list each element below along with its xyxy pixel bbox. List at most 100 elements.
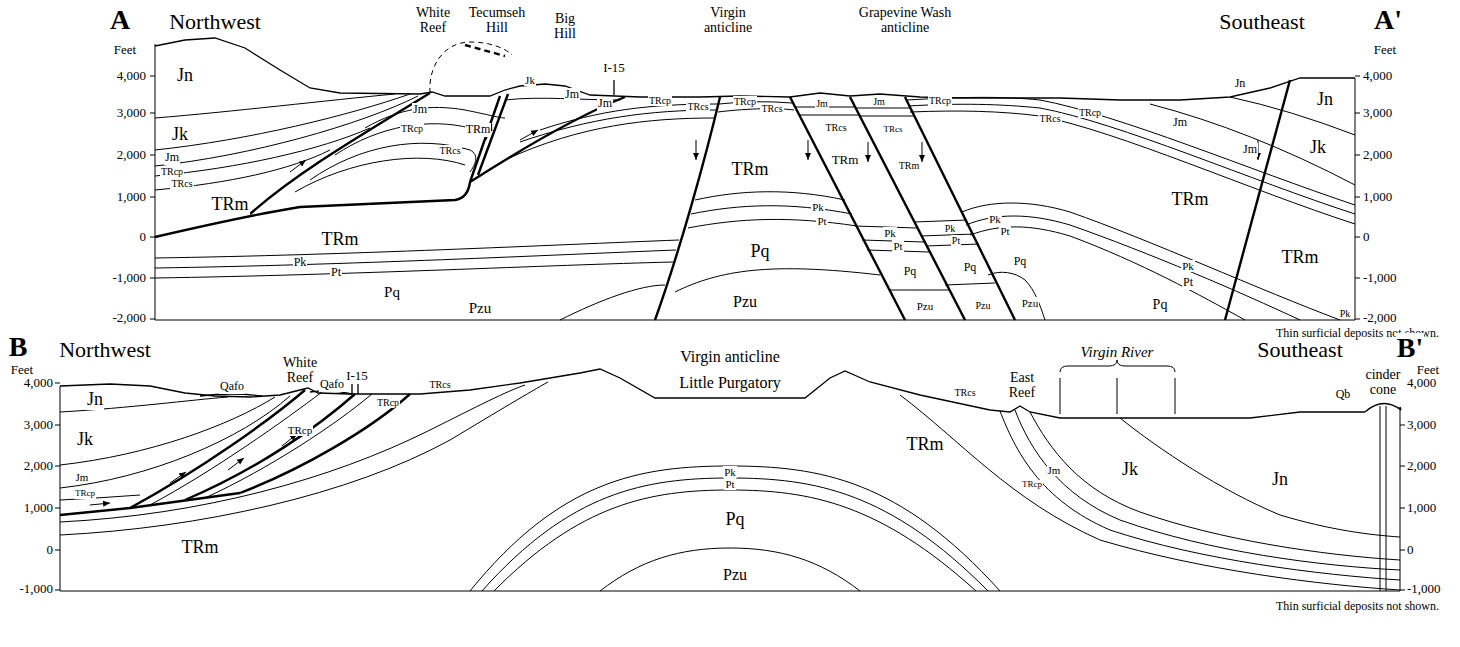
formation-label: TRcs — [824, 122, 847, 133]
river-bracket — [1060, 360, 1175, 414]
fault-line — [655, 97, 720, 320]
place-label: Virgin River — [1080, 344, 1155, 361]
formation-label: TRcs — [170, 178, 193, 189]
movement-arrow — [90, 434, 297, 505]
formation-label: Pk — [1339, 308, 1352, 319]
fault-line — [1225, 80, 1290, 320]
bed-contact — [155, 262, 673, 278]
bed-contact — [695, 192, 845, 200]
bed-contact — [155, 96, 418, 166]
formation-label: TRcp — [733, 96, 757, 107]
bed-contact — [600, 548, 860, 591]
formation-label: Jm — [164, 151, 180, 164]
formation-label: Jm — [75, 471, 90, 483]
place-label: I-15 — [345, 369, 369, 383]
formation-label: Jn — [86, 390, 104, 410]
axis-frame — [1355, 76, 1360, 319]
formation-label: Pzu — [732, 293, 758, 311]
topography-line — [60, 369, 1401, 418]
axis-title: Feet — [113, 43, 137, 57]
formation-label: Pk — [723, 466, 737, 478]
movement-arrow — [696, 140, 697, 160]
bed-contact — [1230, 97, 1355, 135]
place-label: I-15 — [602, 61, 626, 75]
formation-label: Jm — [597, 97, 613, 110]
axis-value: 2,000 — [116, 148, 147, 162]
bed-contact — [560, 285, 665, 320]
bed-contact — [855, 108, 910, 109]
movement-arrow — [868, 142, 869, 162]
bed-contact — [900, 395, 1400, 590]
formation-label: Qafo — [319, 378, 345, 391]
topography-line — [200, 394, 262, 396]
formation-label: Pzu — [916, 300, 935, 312]
direction-label: Northwest — [168, 10, 262, 34]
formation-label: Jk — [171, 125, 189, 145]
formation-label: TRm — [831, 153, 860, 167]
place-label: Virgin anticline — [690, 5, 767, 36]
section-letter: A — [109, 5, 131, 36]
formation-label: TRm — [730, 160, 769, 180]
fault-line — [155, 80, 1290, 320]
axis-value: 0 — [46, 543, 55, 557]
bed-contact — [60, 382, 548, 535]
fault-line — [185, 394, 355, 500]
eroded-projection — [430, 42, 512, 93]
direction-label: Southeast — [1218, 10, 1306, 34]
formation-label: Jk — [524, 74, 536, 86]
fault-line — [250, 93, 430, 214]
axis-frame — [150, 44, 1360, 320]
axis-value: -1,000 — [1406, 582, 1442, 596]
topography-line — [352, 384, 358, 394]
formation-label: Pt — [816, 215, 827, 227]
river-bracket — [1060, 360, 1175, 372]
formation-label: TRm — [320, 230, 359, 250]
formation-label: TRcp — [1021, 480, 1043, 490]
formation-label: Pq — [749, 242, 770, 262]
place-label: Grapevine Wash anticline — [844, 5, 966, 36]
axis-value: 0 — [1362, 230, 1371, 244]
bed-contact — [688, 219, 857, 228]
formation-label: Jm — [1242, 143, 1258, 156]
formation-label: Pq — [1013, 255, 1028, 268]
axis-value: 1,000 — [116, 190, 147, 204]
formation-label: TRm — [180, 538, 219, 558]
movement-arrow — [228, 458, 244, 470]
formation-label: Jk — [1309, 138, 1327, 158]
formation-label: Pq — [963, 261, 978, 274]
formation-label: Jm — [1172, 116, 1188, 129]
formation-label: TRcp — [160, 166, 184, 177]
fault-line — [905, 97, 1015, 320]
axis-value: -1,000 — [18, 582, 54, 596]
axis-frame — [150, 76, 155, 319]
bed-contact — [155, 150, 330, 190]
formation-label: Pk — [883, 227, 897, 239]
bed-contact — [155, 94, 1355, 320]
formation-label: TRcp — [287, 424, 313, 436]
place-label: cinder cone — [1357, 367, 1409, 398]
bed-contact — [988, 272, 1045, 320]
formation-label: Pq — [383, 284, 401, 301]
formation-label: Jn — [1271, 470, 1289, 490]
formation-label: Pk — [988, 213, 1002, 225]
bed-contact — [691, 206, 852, 214]
fault-line — [850, 97, 965, 320]
formation-label: Qafo — [219, 380, 245, 393]
formation-label: Pq — [724, 510, 745, 530]
bed-contact — [295, 158, 465, 192]
axis-value: 1,000 — [23, 501, 54, 515]
axis-value: 0 — [139, 230, 148, 244]
place-label: Little Purgatory — [678, 374, 781, 392]
formation-label: TRcs — [760, 103, 783, 114]
formation-label: Pt — [724, 478, 735, 490]
fault-line — [470, 97, 625, 182]
formation-label: Pzu — [722, 566, 748, 584]
formation-label: Jm — [412, 103, 428, 116]
bed-contact — [800, 115, 859, 116]
formation-label: Pt — [892, 240, 903, 252]
formation-label: TRcp — [74, 489, 96, 499]
section-letter: B' — [1396, 333, 1424, 364]
formation-label: Pzu — [1021, 297, 1040, 309]
axis-value: 3,000 — [1406, 418, 1437, 432]
